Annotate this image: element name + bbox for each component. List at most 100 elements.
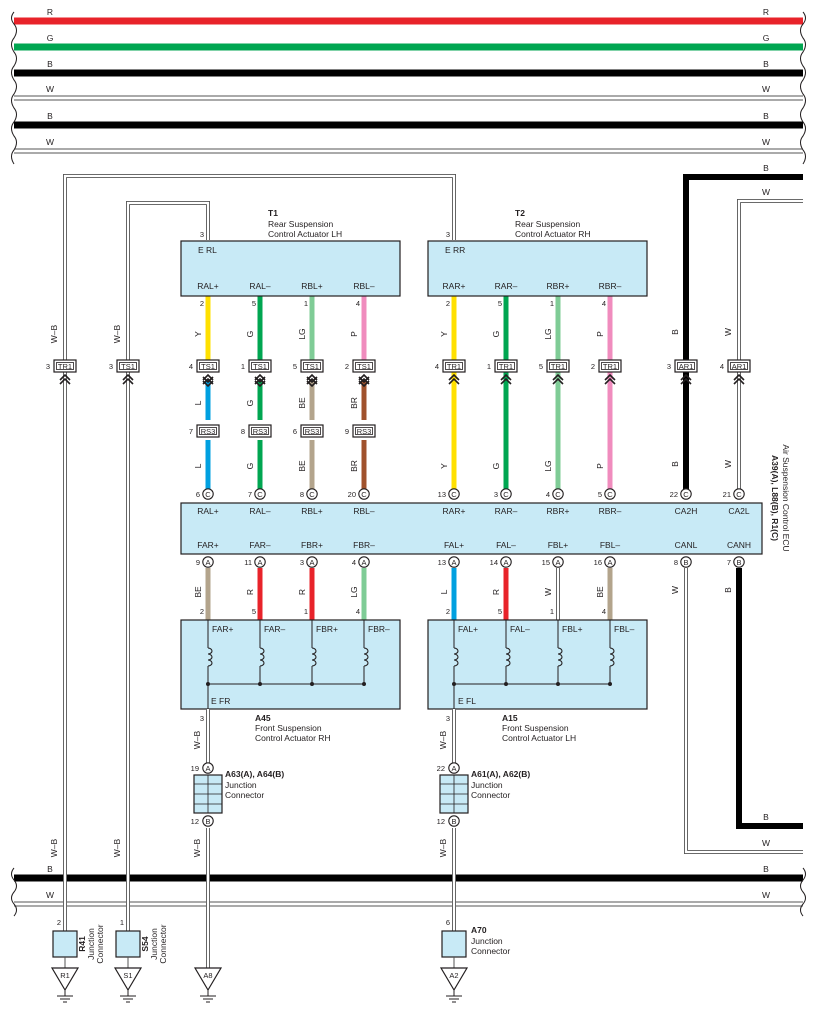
- pin-number: 2: [200, 607, 204, 616]
- coil-icon: [453, 647, 459, 667]
- ecu-pin-label: RAR+: [443, 506, 466, 516]
- chevron-up-icon: [306, 377, 318, 385]
- junction-name: Connector: [158, 924, 168, 963]
- connector-rs3: [300, 424, 324, 438]
- wire-color-label: G: [491, 331, 501, 338]
- connector-box-inner: [549, 362, 567, 370]
- connector-letter: C: [205, 490, 211, 499]
- wire-color-label: Y: [193, 331, 203, 337]
- connector-circle: [202, 815, 214, 827]
- connector-rs3: [352, 424, 376, 438]
- wire-color-label: P: [349, 331, 359, 337]
- actuator-a15-box: [427, 619, 648, 710]
- wire-color-label: L: [439, 589, 449, 594]
- wire-color-label: BR: [349, 460, 359, 472]
- ground-terminal-label: E RL: [198, 245, 217, 255]
- pin-number: 13: [438, 558, 446, 567]
- pin-number: 5: [252, 607, 256, 616]
- connector-letter: A: [451, 764, 456, 773]
- break-mark-left: [11, 11, 17, 165]
- bus-wire-label-right: W: [762, 890, 770, 900]
- wire-color-label: Y: [439, 463, 449, 469]
- pin-number: 3: [200, 230, 204, 239]
- chevron-up-icon: [358, 373, 370, 381]
- ecu-pin-label: FAL–: [496, 540, 516, 550]
- wire-color-label: LG: [349, 586, 359, 597]
- connector-letter: A: [361, 558, 366, 567]
- connector-box-inner: [730, 362, 748, 370]
- pin-number: 4: [356, 299, 360, 308]
- connector-circle: [604, 488, 616, 500]
- actuator-pin-label: FBR–: [368, 624, 390, 634]
- chevron-up-icon: [448, 377, 460, 385]
- junction-code: R41: [77, 936, 87, 952]
- connector-box-inner: [199, 362, 217, 370]
- connector-circle: [448, 488, 460, 500]
- junction-code: S54: [140, 936, 150, 951]
- actuator-t1-box: [180, 240, 401, 297]
- junction-name: Connector: [225, 790, 264, 800]
- component-code: T2: [515, 208, 525, 218]
- pin-number: 20: [348, 490, 356, 499]
- connector-circle: [448, 815, 460, 827]
- ecu-pin-label: FBL+: [548, 540, 569, 550]
- coil-path: [207, 647, 213, 667]
- wire-color-label: R: [245, 589, 255, 595]
- wire-color-label: W–B: [112, 838, 122, 857]
- component-name: Control Actuator RH: [255, 733, 331, 743]
- pin-number: 2: [446, 299, 450, 308]
- wire-color-label: P: [595, 331, 605, 337]
- pin-number: 1: [304, 607, 308, 616]
- ground-label: A8: [203, 971, 212, 980]
- coil-icon: [363, 647, 369, 667]
- wire-color-label: R: [297, 589, 307, 595]
- pin-number: 6: [196, 490, 200, 499]
- wire-color-label: BE: [595, 586, 605, 598]
- connector-tr1: [598, 359, 622, 373]
- bus-wire-label-right: W: [762, 84, 770, 94]
- ecu-pin-label: CA2H: [675, 506, 698, 516]
- component-name: Control Actuator RH: [515, 229, 591, 239]
- pin-number: 5: [539, 362, 543, 371]
- actuator-pin-label: FAL–: [510, 624, 530, 634]
- actuator-pin-label: FBL+: [562, 624, 583, 634]
- break-mark-right: [800, 867, 806, 917]
- can-high-wire-top: [683, 174, 803, 490]
- pin-number: 1: [304, 299, 308, 308]
- pin-number: 5: [498, 607, 502, 616]
- ecu-pin-label: RAR–: [495, 506, 518, 516]
- component-code: T1: [268, 208, 278, 218]
- pin-number: 6: [446, 918, 450, 927]
- bus-wire-label-right: B: [763, 59, 769, 69]
- bus-wire-label-left: W: [46, 137, 54, 147]
- pin-number: 3: [446, 230, 450, 239]
- coil-icon: [259, 647, 265, 667]
- ecu-pin-label: CANL: [675, 540, 698, 550]
- junction-name: Junction: [471, 936, 503, 946]
- pin-number: 1: [550, 299, 554, 308]
- wire-color-label: W: [670, 586, 680, 594]
- break-mark-right: [800, 11, 806, 165]
- connector-ts1: [196, 359, 220, 373]
- chevron-up-icon: [604, 373, 616, 381]
- connector-circle: [604, 556, 616, 568]
- pin-number: 3: [46, 362, 50, 371]
- ecu-pin-label: FBL–: [600, 540, 621, 550]
- chevron-up-icon: [122, 373, 134, 381]
- junction-code: A70: [471, 925, 487, 935]
- connector-letter: B: [451, 817, 456, 826]
- connector-ts1: [248, 359, 272, 373]
- bus-wire-label-right: R: [763, 7, 769, 17]
- pin-number: 7: [248, 490, 252, 499]
- ground-terminal-label: E RR: [445, 245, 465, 255]
- pin-number: 19: [191, 764, 199, 773]
- connector-tr1: [494, 359, 518, 373]
- bus-wire-label-right: B: [763, 864, 769, 874]
- actuator-pin-label: RBR–: [599, 281, 622, 291]
- component-name: Control Actuator LH: [268, 229, 342, 239]
- connector-label: RS3: [305, 427, 320, 436]
- ecu-box: [180, 502, 763, 555]
- coil-icon: [311, 647, 317, 667]
- connector-circle: [552, 556, 564, 568]
